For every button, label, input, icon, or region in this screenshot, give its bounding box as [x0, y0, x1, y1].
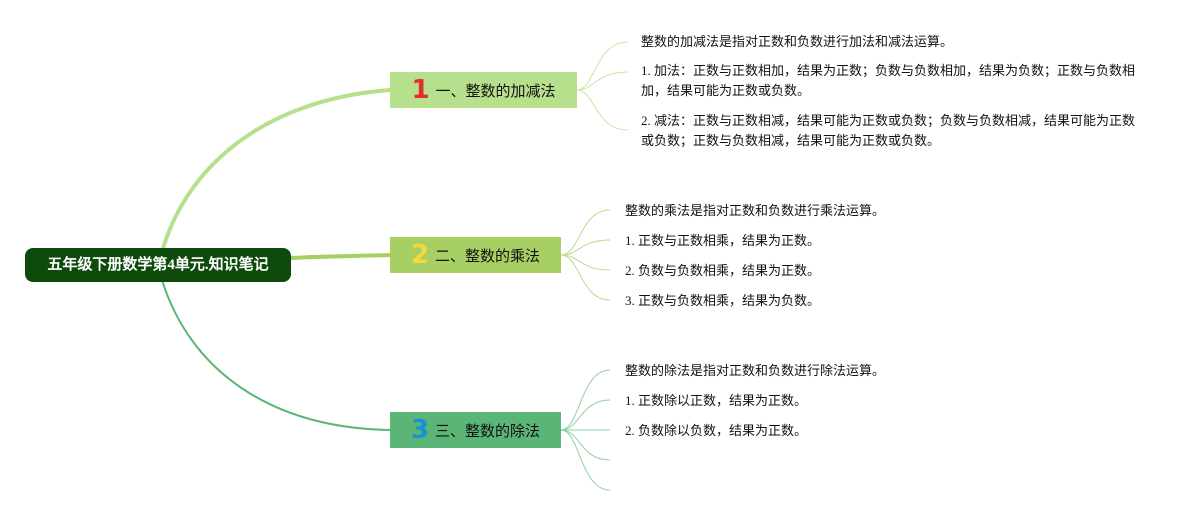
branch-2-leaf-link-1 [560, 209, 611, 256]
root-branch-2-link [289, 253, 392, 260]
branch-1-leaf-1[interactable]: 整数的加减法是指对正数和负数进行加法和减法运算。 [641, 34, 954, 49]
branch-2-leaf-2[interactable]: 1. 正数与正数相乘，结果为正数。 [625, 233, 821, 248]
branch-3-leaf-3[interactable]: 2. 负数除以负数，结果为正数。 [625, 423, 808, 438]
branch-2-leaf-1[interactable]: 整数的乘法是指对正数和负数进行乘法运算。 [625, 203, 886, 218]
branch-node-3[interactable]: 3 三、整数的除法 [390, 412, 561, 448]
branch-node-2[interactable]: 2 二、整数的乘法 [390, 237, 561, 273]
root-branch-3-link [161, 279, 391, 431]
root-branch-1-link [160, 88, 392, 254]
branch-1-leaf-link-2 [576, 71, 629, 91]
number-1-icon: 1 [411, 75, 430, 105]
branch-2-leaf-link-2 [560, 239, 611, 256]
branch-3-leaf-1[interactable]: 整数的除法是指对正数和负数进行除法运算。 [625, 363, 886, 378]
branch-1-leaf-2[interactable]: 1. 加法：正数与正数相加，结果为正数；负数与负数相加，结果为负数；正数与负数相… [641, 63, 1136, 98]
number-3-icon: 3 [410, 415, 430, 445]
root-node[interactable]: 五年级下册数学第4单元.知识笔记 [25, 248, 291, 282]
branch-3-leaf-link-1 [560, 369, 611, 431]
number-2-icon: 2 [410, 240, 430, 270]
branch-2-label: 二、整数的乘法 [435, 246, 541, 265]
branch-3-leaf-link-4 [560, 429, 611, 461]
branch-3-leaf-link-2 [560, 399, 611, 431]
branch-3-label: 三、整数的除法 [435, 421, 541, 440]
branch-1-leaf-link-3 [576, 89, 629, 131]
branch-2-leaf-4[interactable]: 3. 正数与负数相乘，结果为负数。 [625, 293, 821, 308]
branch-3-leaf-2[interactable]: 1. 正数除以正数，结果为正数。 [625, 393, 808, 408]
branch-node-1[interactable]: 1 一、整数的加减法 [390, 72, 577, 108]
branch-2-leaf-link-4 [560, 254, 611, 301]
branch-1-leaf-3[interactable]: 2. 减法：正数与正数相减，结果可能为正数或负数；负数与负数相减，结果可能为正数… [641, 113, 1136, 148]
branch-2-leaf-3[interactable]: 2. 负数与负数相乘，结果为正数。 [625, 263, 821, 278]
branch-1-leaf-link-1 [576, 41, 629, 91]
branch-3-leaf-link-5 [560, 429, 611, 491]
branch-1-label: 一、整数的加减法 [435, 81, 556, 100]
